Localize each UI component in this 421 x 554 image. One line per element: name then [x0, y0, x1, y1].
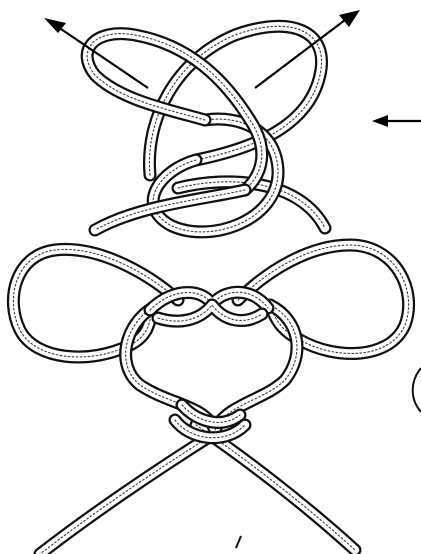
knot-step-1 — [44, 10, 421, 232]
arrow-point-left — [372, 115, 421, 127]
rope-leg-lower-left — [40, 425, 228, 554]
bottom-tick-mark — [236, 536, 241, 548]
edge-bracket-mark — [413, 368, 421, 412]
knot-step-2 — [13, 245, 408, 554]
rope-twist-top — [150, 292, 268, 321]
